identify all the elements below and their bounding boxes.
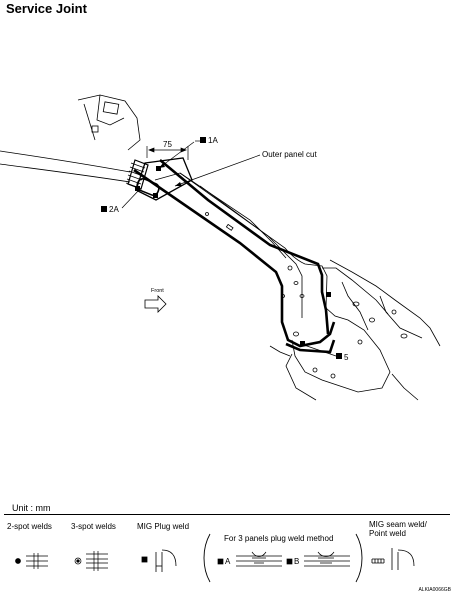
roof-rail bbox=[0, 150, 131, 183]
document-code: ALKIA0066GB bbox=[418, 587, 451, 593]
callout-2a: 2A bbox=[109, 205, 119, 214]
weld-mark-2a-left bbox=[135, 186, 140, 191]
weld-marks bbox=[135, 166, 331, 346]
leader-arrows bbox=[159, 163, 182, 186]
pillar-body bbox=[133, 168, 391, 393]
lower-panel-outline bbox=[205, 212, 441, 401]
unit-label: Unit : mm bbox=[12, 503, 51, 513]
callout-1a: 1A bbox=[208, 136, 218, 145]
outer-panel-cut-line bbox=[159, 159, 336, 354]
legend-three-spot-welds: 3-spot welds bbox=[71, 522, 116, 531]
weld-mark-2a-right bbox=[153, 193, 158, 198]
callout-1a-marker bbox=[200, 137, 206, 143]
weld-mark-1a bbox=[156, 166, 161, 171]
weld-mark-5 bbox=[300, 341, 305, 346]
legend-mig-seam-weld: MIG seam weld/ Point weld bbox=[369, 520, 427, 538]
callout-5: 5 bbox=[344, 353, 349, 362]
legend-method-b-icon bbox=[286, 551, 350, 567]
legend-two-spot-icon bbox=[15, 553, 48, 569]
callout-2a-marker bbox=[101, 206, 107, 212]
callout-outer-panel-cut: Outer panel cut bbox=[262, 150, 317, 159]
front-arrow-icon bbox=[144, 295, 167, 313]
legend-mig-seam-icon bbox=[371, 548, 415, 570]
dimension-label: 75 bbox=[163, 140, 172, 149]
legend-mig-plug-icon bbox=[141, 549, 177, 572]
front-label: Front bbox=[151, 288, 164, 294]
legend-divider bbox=[4, 514, 450, 515]
weld-mark-upper-5 bbox=[326, 292, 331, 297]
callout-5-marker bbox=[336, 353, 342, 359]
legend-method-b-label: B bbox=[294, 557, 300, 566]
upper-panel-outline bbox=[77, 94, 141, 151]
legend-method-a-icon bbox=[217, 551, 282, 567]
legend-bracket-icon bbox=[203, 533, 363, 583]
page-title: Service Joint bbox=[6, 1, 87, 16]
legend-three-spot-icon bbox=[74, 551, 108, 571]
cut-section-box bbox=[135, 157, 193, 201]
leader-lines bbox=[121, 140, 337, 357]
legend-two-spot-welds: 2-spot welds bbox=[7, 522, 52, 531]
legend-mig-plug-weld: MIG Plug weld bbox=[137, 522, 190, 531]
legend-method-a-label: A bbox=[225, 557, 231, 566]
legend-plug-weld-method: For 3 panels plug weld method bbox=[224, 534, 334, 543]
